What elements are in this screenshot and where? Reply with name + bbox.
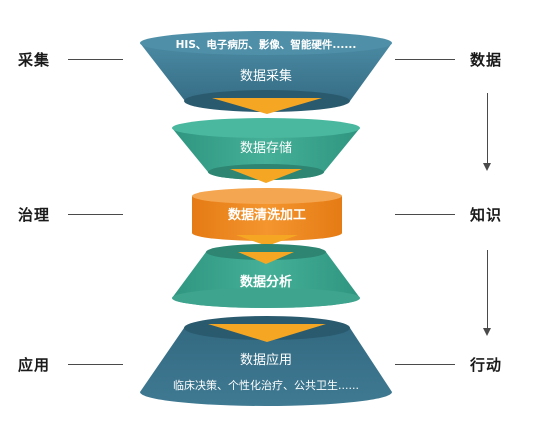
connector-action [395, 364, 455, 365]
cleaning-cylinder [192, 188, 342, 246]
label-collect: 采集 [18, 51, 51, 69]
analysis-funnel-bottom-rim [172, 288, 360, 308]
label-data: 数据 [470, 51, 503, 69]
label-action: 行动 [470, 356, 503, 374]
arrow-knowledge-to-action-head [483, 328, 491, 336]
application-label: 数据应用 [240, 352, 292, 368]
arrow-data-to-knowledge-line [487, 93, 488, 163]
cleaning-cylinder-top [192, 188, 342, 204]
storage-to-cleaning-arrow [230, 169, 302, 183]
connector-govern [68, 214, 123, 215]
collection-label: 数据采集 [240, 68, 292, 84]
analysis-funnel [172, 244, 360, 308]
connector-knowledge [395, 214, 455, 215]
connector-apply [68, 364, 123, 365]
analysis-label: 数据分析 [240, 274, 292, 290]
connector-data [395, 59, 455, 60]
label-govern: 治理 [18, 206, 51, 224]
application-funnel [140, 316, 392, 406]
cleaning-to-analysis-arrow [236, 235, 298, 246]
connector-collect [68, 59, 123, 60]
label-knowledge: 知识 [470, 206, 503, 224]
storage-funnel [172, 118, 360, 183]
collection-funnel-top-rim [140, 31, 392, 55]
collection-sources-caption: HIS、电子病历、影像、智能硬件...... [176, 38, 357, 51]
arrow-data-to-knowledge-head [483, 163, 491, 171]
application-uses-caption: 临床决策、个性化治疗、公共卫生...... [173, 378, 359, 392]
cleaning-label: 数据清洗加工 [228, 207, 306, 223]
label-apply: 应用 [18, 356, 51, 374]
collection-funnel [140, 31, 392, 114]
application-inner-arrow [208, 324, 326, 342]
storage-label: 数据存储 [240, 141, 292, 156]
storage-funnel-top-rim [172, 118, 360, 138]
arrow-knowledge-to-action-line [487, 250, 488, 328]
analysis-inner-arrow [238, 252, 294, 264]
collection-to-storage-arrow [212, 98, 322, 114]
